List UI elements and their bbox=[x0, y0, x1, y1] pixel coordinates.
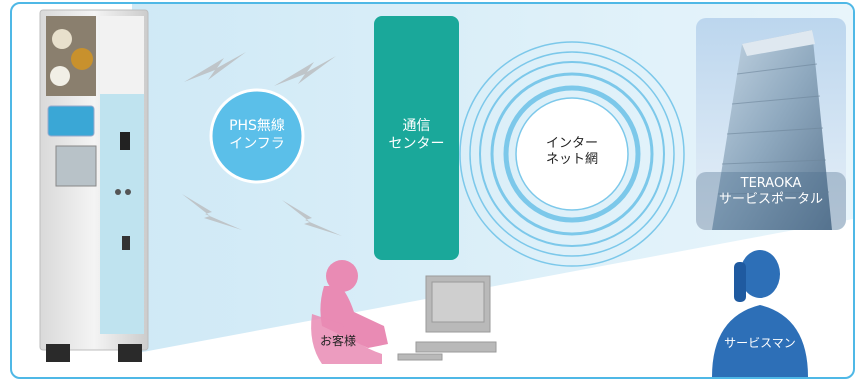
internet-label-line2: ネット網 bbox=[545, 152, 598, 168]
serviceman-figure-icon bbox=[712, 250, 808, 377]
lightning-icon bbox=[282, 200, 342, 236]
lightning-icon bbox=[182, 194, 242, 230]
internet-label: インター ネット網 bbox=[516, 136, 628, 169]
lightning-icon bbox=[274, 56, 336, 86]
center-label: 通信 センター bbox=[374, 118, 459, 153]
phs-label-line1: PHS無線 bbox=[229, 118, 285, 134]
signal-beam bbox=[132, 4, 853, 354]
customer-label: お客様 bbox=[319, 334, 356, 348]
vending-machine-icon bbox=[39, 9, 149, 362]
diagram-frame: PHS無線 インフラ 通信 センター インター ネット網 TERAOKA サービ… bbox=[10, 2, 855, 379]
center-label-line2: センター bbox=[388, 135, 445, 152]
diagram-canvas bbox=[39, 4, 853, 377]
wireless-signal-icons bbox=[182, 52, 342, 236]
building-photo bbox=[696, 18, 846, 230]
portal-label: TERAOKA サービスポータル bbox=[696, 176, 846, 209]
portal-label-line2: サービスポータル bbox=[718, 192, 823, 208]
phs-circle bbox=[209, 88, 305, 184]
internet-label-line1: インター bbox=[545, 136, 598, 151]
computer-icon bbox=[397, 275, 497, 361]
portal-label-line1: TERAOKA bbox=[740, 176, 802, 191]
lightning-icon bbox=[184, 52, 246, 82]
customer-figure-icon bbox=[311, 260, 388, 364]
phs-label: PHS無線 インフラ bbox=[211, 118, 303, 153]
internet-rings bbox=[459, 41, 685, 267]
phs-label-line2: インフラ bbox=[229, 135, 285, 152]
center-box bbox=[374, 16, 459, 260]
center-label-line1: 通信 bbox=[402, 118, 431, 134]
serviceman-label: サービスマン bbox=[724, 336, 796, 350]
